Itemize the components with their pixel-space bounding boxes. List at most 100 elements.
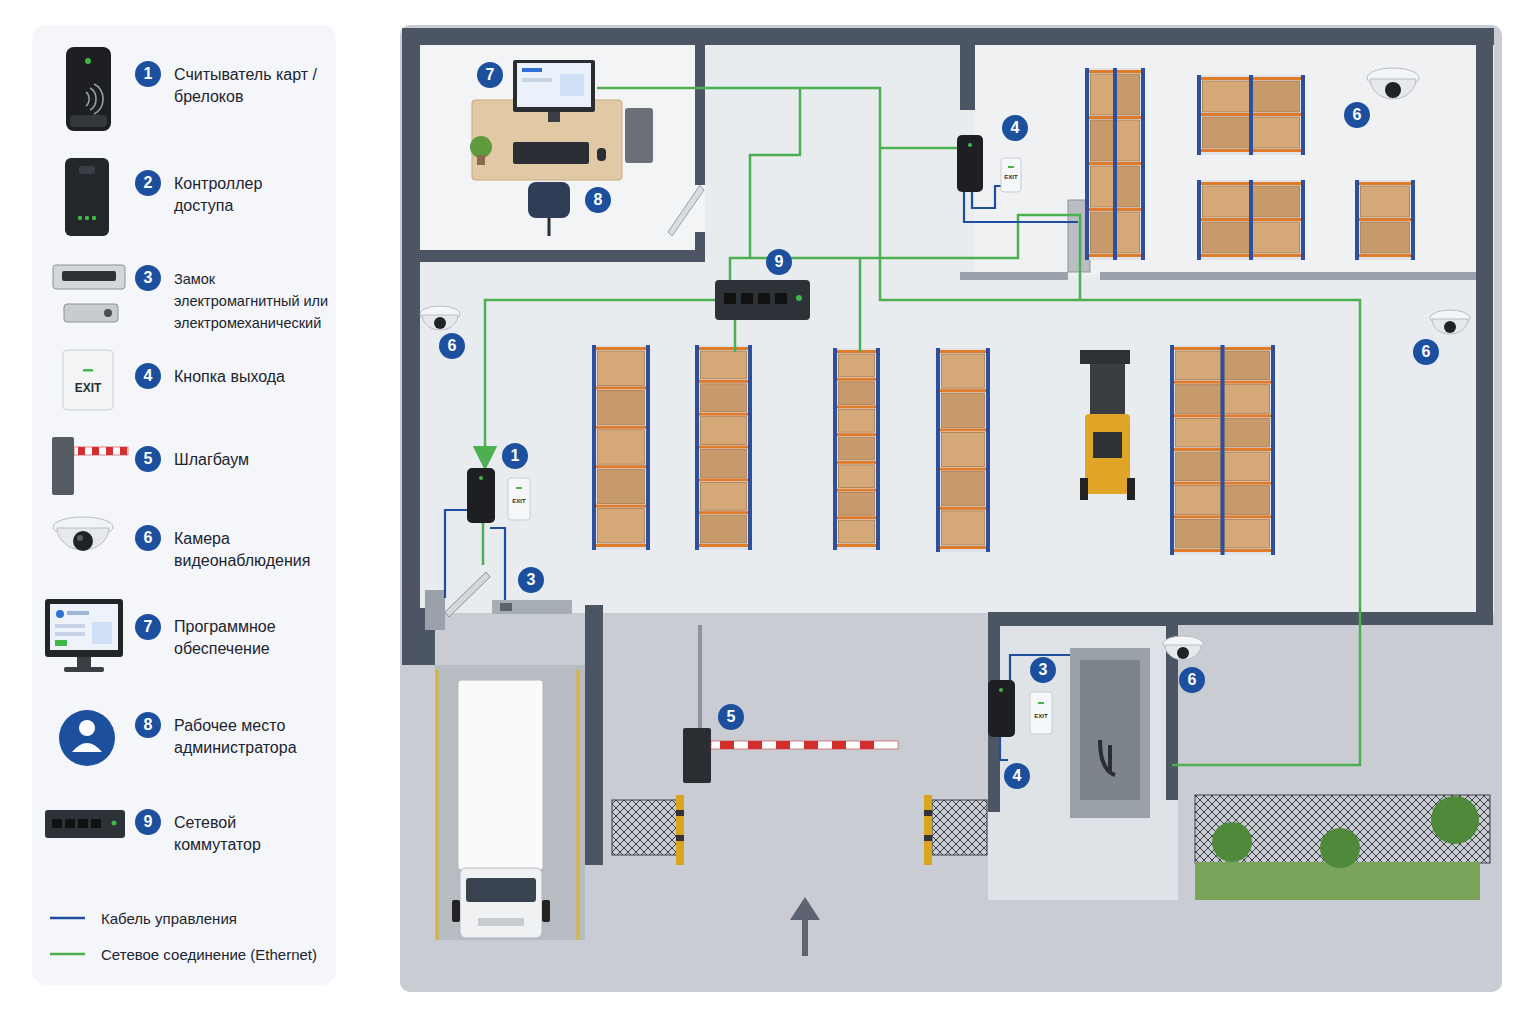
exit-buttons-part — [1030, 692, 1052, 734]
callout-number: 1 — [135, 61, 161, 87]
callout-number: 7 — [477, 62, 503, 88]
loading-dock-part — [577, 670, 580, 940]
exit-buttons-part — [516, 487, 522, 489]
cardboard-box — [1224, 351, 1270, 380]
card-readers — [467, 135, 1015, 737]
forklift — [1080, 350, 1135, 500]
rack-beam — [1355, 182, 1415, 185]
software-icon-part — [64, 667, 104, 672]
card-readers-part — [999, 688, 1003, 692]
card-readers-part — [968, 143, 972, 147]
rack-floor — [1355, 180, 1415, 260]
cardboard-box — [1224, 385, 1270, 414]
admin-icon-part — [79, 720, 95, 736]
reader-icon-part — [70, 115, 107, 127]
controller-icon-part — [78, 216, 82, 220]
control-wires-part — [964, 192, 1078, 222]
callout-number: 3 — [1030, 657, 1056, 683]
ethernet-wires-part — [859, 258, 862, 352]
cardboard-box — [1091, 120, 1114, 161]
reader-icon-part — [85, 58, 91, 64]
cardboard-box — [1117, 120, 1140, 161]
rack-beam — [1355, 218, 1415, 221]
reader-icon-part — [66, 47, 111, 131]
barrier-icon-part — [92, 447, 99, 455]
callout-number: 1 — [502, 443, 528, 469]
cardboard-box — [1203, 81, 1250, 112]
legend-panel — [32, 25, 336, 985]
control-wires — [445, 186, 1078, 760]
cardboard-box — [1091, 166, 1114, 207]
office-furniture-part — [597, 148, 606, 161]
cardboard-box — [701, 384, 747, 412]
warehouse-floor-part — [420, 45, 705, 250]
cardboard-box — [839, 437, 875, 460]
office-furniture-part — [513, 142, 589, 164]
fences-and-bollards-part — [676, 810, 684, 816]
barrier-part — [860, 741, 874, 749]
rack-upright — [936, 348, 940, 552]
callout-number: 6 — [439, 333, 465, 359]
rack-beam — [695, 347, 752, 350]
cardboard-box — [1176, 385, 1222, 414]
software-icon-part — [55, 624, 85, 628]
rack-upright — [1085, 68, 1089, 260]
cardboard-box — [1361, 186, 1410, 217]
software-icon-part — [45, 599, 123, 657]
cardboard-box — [1224, 519, 1270, 548]
truck-part — [542, 900, 550, 922]
cardboard-box — [701, 482, 747, 510]
walls-part — [695, 45, 705, 185]
entry-arrow-part — [802, 918, 808, 956]
legend-text: Контроллер доступа — [174, 173, 324, 217]
exit-button-icon — [63, 350, 113, 410]
callout-number: 4 — [1004, 763, 1030, 789]
button-text: EXIT — [75, 381, 102, 395]
rack-beam — [833, 378, 880, 381]
truck-part — [460, 868, 542, 938]
rack-upright — [695, 345, 699, 550]
ethernet-wires-part — [734, 320, 737, 352]
office-furniture-part — [477, 155, 485, 165]
rack-beam — [833, 433, 880, 436]
exit-buttons-part — [1008, 166, 1014, 168]
rack-beam — [833, 461, 880, 464]
rack-upright — [986, 348, 990, 552]
warehouse-floor-part — [402, 28, 1494, 613]
barrier-icon-part — [74, 447, 128, 455]
cardboard-box — [701, 417, 747, 445]
truck-part — [466, 878, 536, 902]
office-furniture — [470, 60, 704, 236]
callout-number: 4 — [135, 363, 161, 389]
cardboard-box — [1253, 117, 1300, 148]
warehouse-floor — [402, 28, 1494, 613]
barrier-part — [804, 741, 818, 749]
office-furniture-part — [513, 60, 595, 112]
barrier-icon-part — [106, 447, 113, 455]
camera-icon-part — [73, 531, 93, 551]
cardboard-box — [1176, 486, 1222, 515]
software-icon-part — [56, 610, 64, 618]
admin-icon-part — [72, 743, 102, 752]
rack-beam — [833, 489, 880, 492]
card-readers-part — [479, 476, 483, 480]
software-icon-part — [50, 604, 118, 650]
entrance-gates-part — [445, 572, 490, 617]
network-switch-part — [758, 293, 770, 304]
guard-booth — [988, 612, 1178, 900]
rack-upright — [1141, 68, 1145, 260]
barrier-part — [748, 741, 762, 749]
fences-and-bollards-part — [932, 800, 987, 855]
barrier-part — [711, 741, 898, 749]
fences-and-bollards-part — [924, 835, 932, 841]
legend-text: Сетевое соединение (Ethernet) — [101, 944, 329, 966]
cameras-part — [1444, 321, 1456, 333]
cameras-part — [1385, 82, 1401, 98]
guard-booth-part — [1070, 648, 1150, 818]
rack-beam — [936, 428, 990, 431]
walls-part — [1476, 28, 1493, 625]
cardboard-box — [839, 354, 875, 377]
cameras-part — [434, 317, 446, 329]
cameras-part — [1432, 319, 1468, 334]
